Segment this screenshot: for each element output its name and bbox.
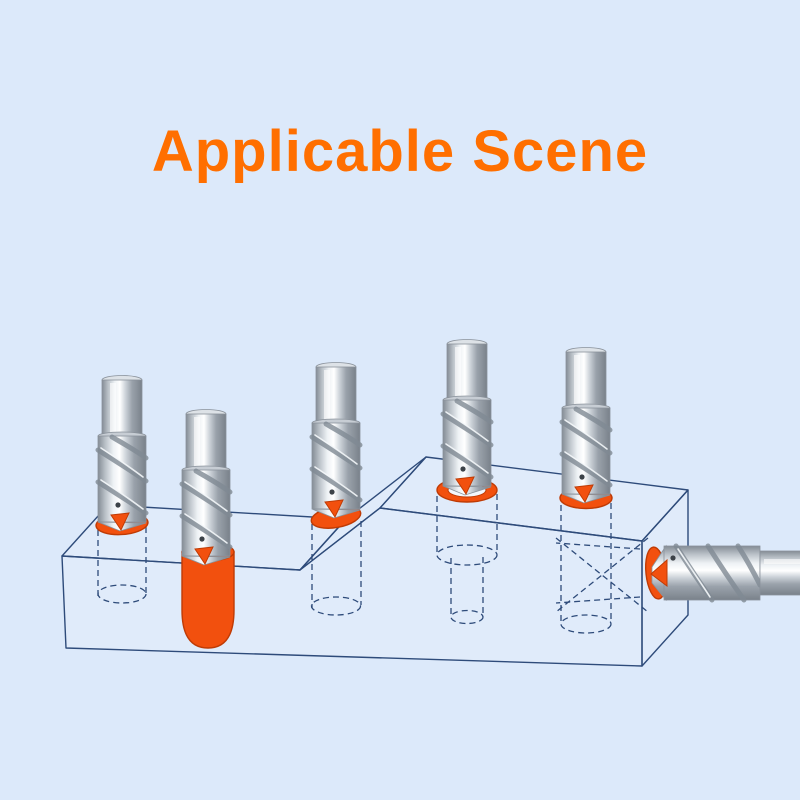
page-title: Applicable Scene xyxy=(151,119,649,184)
drill-6 xyxy=(650,543,800,603)
drill-5 xyxy=(562,348,610,504)
drill-3 xyxy=(312,363,360,519)
drill-2 xyxy=(182,410,230,566)
through-slot-cut xyxy=(181,551,235,649)
drill-4 xyxy=(443,340,491,496)
hidden-hole-lines xyxy=(97,494,649,634)
drill-1 xyxy=(98,376,146,532)
